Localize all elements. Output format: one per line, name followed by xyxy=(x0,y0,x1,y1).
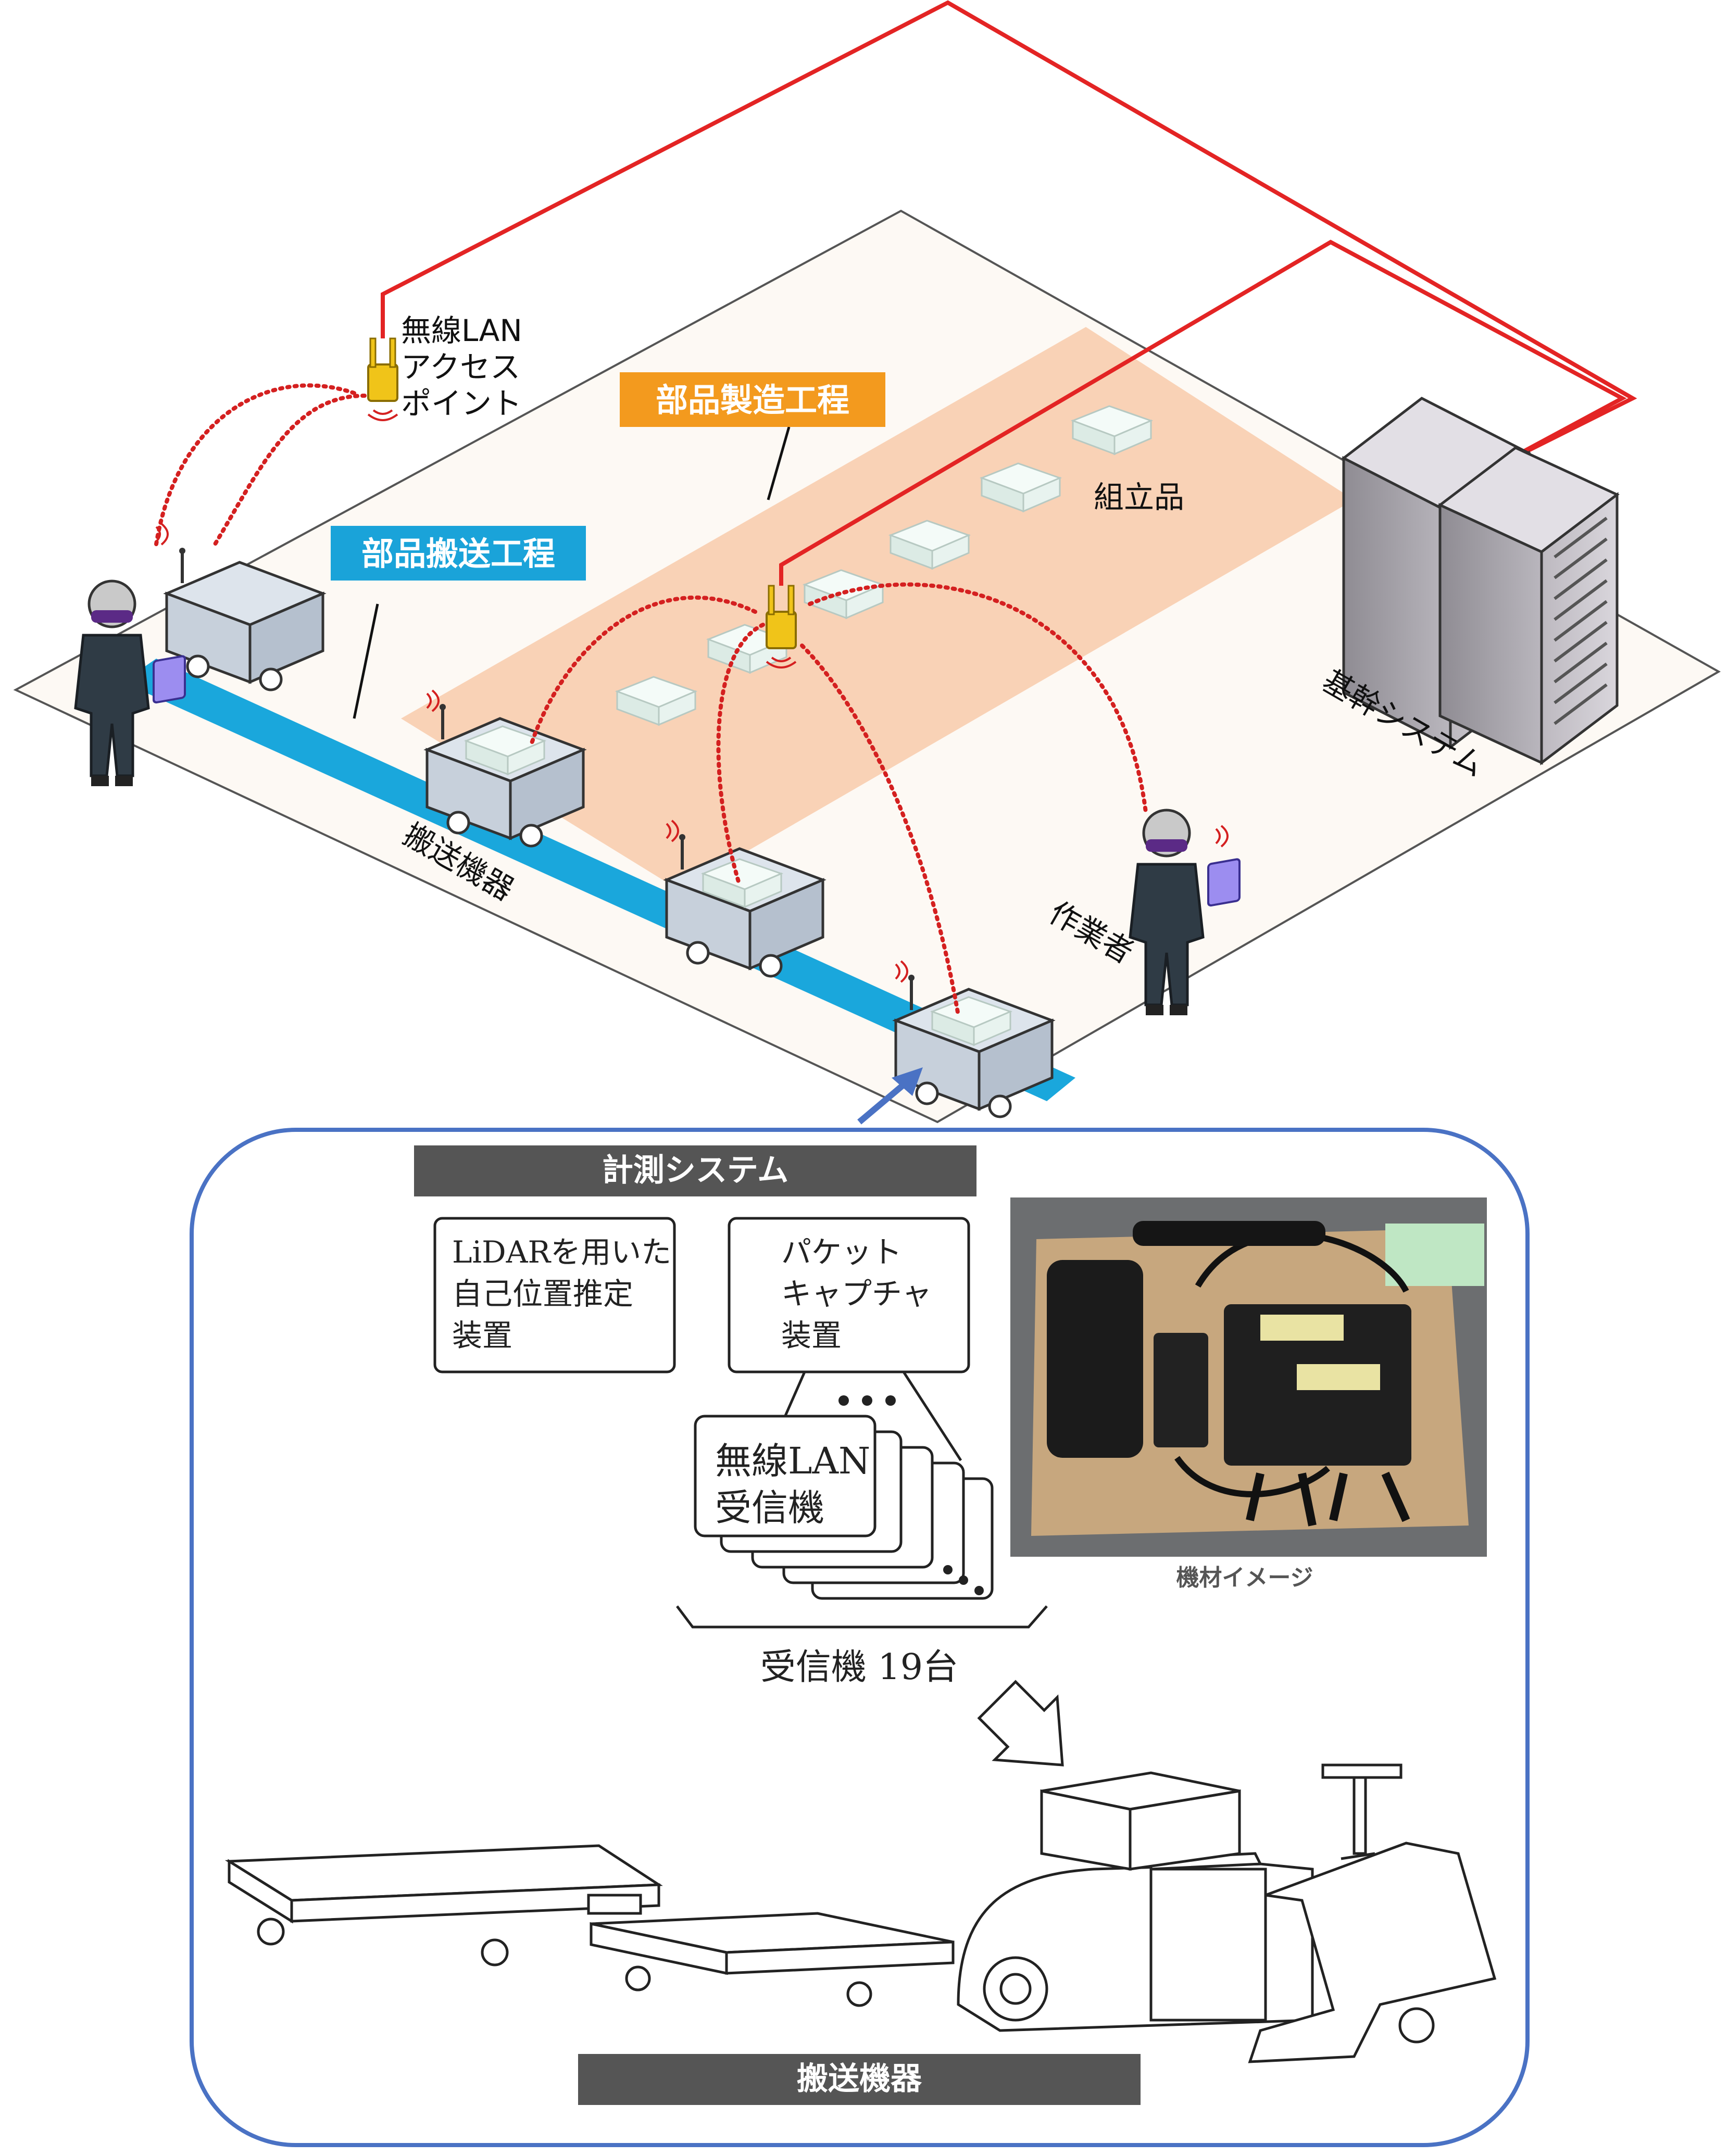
measurement-title: 計測システム xyxy=(602,1152,788,1189)
access-point-label: ポイント xyxy=(401,386,522,421)
tablet-icon xyxy=(153,654,186,704)
access-point-label: アクセス xyxy=(401,349,520,385)
lidar-device-box xyxy=(433,1217,676,1373)
packet-capture-label: キャプチャ xyxy=(781,1276,932,1312)
transport-title-bar xyxy=(578,2054,1141,2105)
lidar-label: LiDARを用いた xyxy=(452,1234,671,1270)
receiver-card xyxy=(694,1415,876,1537)
photo-caption: 機材イメージ xyxy=(1176,1565,1313,1591)
access-point-label: 無線LAN xyxy=(401,313,522,348)
transport-label-box xyxy=(331,526,586,581)
transport-label: 部品搬送工程 xyxy=(361,535,555,573)
lidar-label: 自己位置推定 xyxy=(452,1276,633,1312)
wired-line-upper xyxy=(381,0,1637,455)
measurement-panel: 計測システム LiDARを用いた 自己位置推定 装置 パケット キャプチャ 装置… xyxy=(190,1128,1530,2147)
down-arrow-icon xyxy=(977,1680,1064,1767)
server-rack-icon xyxy=(1341,397,1620,766)
receiver-label: 無線LAN xyxy=(715,1440,870,1482)
wired-line-lower xyxy=(779,239,1627,586)
transport-lane xyxy=(122,659,1075,1101)
measurement-title-bar xyxy=(414,1145,976,1196)
worker-figure xyxy=(76,581,148,786)
receiver-brace xyxy=(676,1605,1048,1629)
access-point-icon xyxy=(367,337,398,421)
manufacturing-label-box xyxy=(620,372,885,427)
packet-capture-box xyxy=(728,1217,970,1373)
manufacturing-zone xyxy=(401,327,1354,890)
assembly-label: 組立品 xyxy=(1094,480,1184,515)
tablet-icon xyxy=(1207,858,1241,907)
transport-title: 搬送機器 xyxy=(797,2061,922,2097)
wireless-links xyxy=(154,383,1148,1017)
transport-equipment-drawing xyxy=(224,1763,1497,2063)
equipment-photo xyxy=(1010,1197,1487,1557)
factory-floor: 部品製造工程 部品搬送工程 無線LAN アクセス ポイント 組立品 基幹システム… xyxy=(13,0,1721,1125)
receiver-count-label: 受信機 19台 xyxy=(760,1647,958,1688)
receiver-label: 受信機 xyxy=(715,1486,824,1529)
manufacturing-label: 部品製造工程 xyxy=(656,381,849,419)
packet-capture-label: 装置 xyxy=(781,1318,842,1353)
packet-capture-label: パケット xyxy=(781,1234,902,1270)
lidar-label: 装置 xyxy=(452,1318,512,1353)
